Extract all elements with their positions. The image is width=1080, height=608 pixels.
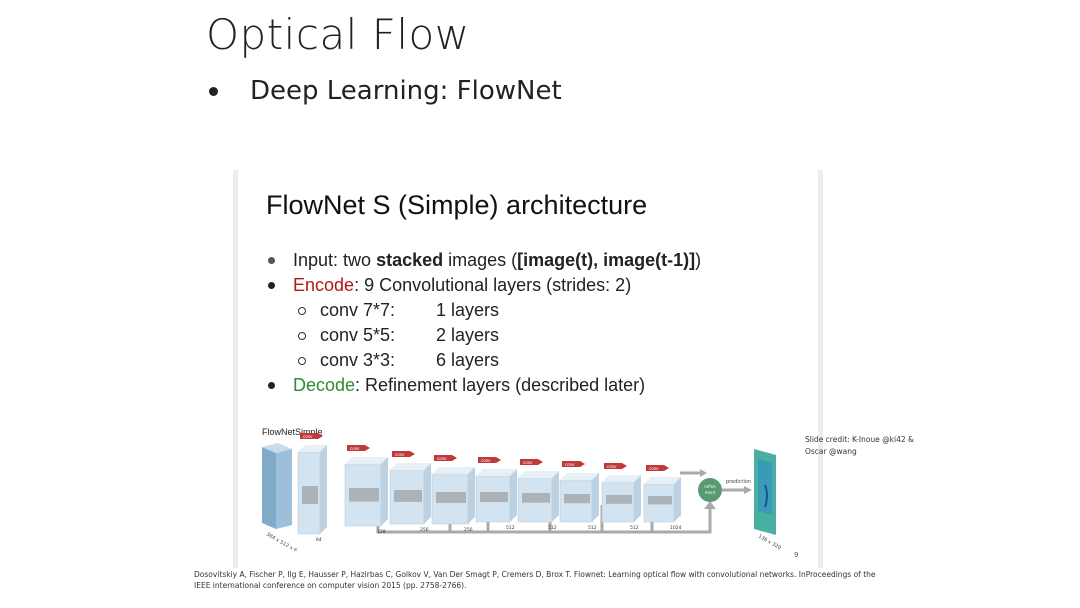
svg-text:refine: refine [704, 484, 716, 489]
conv-tag-label: conv [481, 458, 491, 463]
output-flow-image [754, 449, 776, 535]
output-dim: 136 x 320 [757, 534, 782, 551]
conv-tag-label: conv [350, 446, 360, 451]
conv-tag-label: conv [607, 464, 617, 469]
conv-layer-block: conv 512 [601, 463, 641, 531]
skip-arrowhead [704, 501, 716, 509]
conv-layer-block: conv 256 [431, 455, 475, 533]
conv-tag-label: conv [395, 452, 405, 457]
conv-tag-label: conv [565, 462, 575, 467]
input-bullet: Input: two stacked images ([image(t), im… [268, 248, 701, 273]
svg-text:ment: ment [705, 490, 716, 495]
bullet-dot [209, 86, 218, 96]
embedded-slide-title: FlowNet S (Simple) architecture [266, 190, 648, 220]
channel-dim-label: 1024 [670, 525, 682, 531]
diagram-label: FlowNetSimple [262, 427, 323, 437]
slide-credit: Slide credit: K-Inoue @ki42 & Oscar @wan… [805, 435, 914, 456]
slide-title: Optical Flow [206, 10, 470, 59]
conv-tag-label: conv [523, 460, 533, 465]
conv-tag [347, 445, 370, 451]
prediction-label: prediction [726, 479, 751, 485]
conv-tag [562, 461, 585, 467]
conv-tag-label: conv [437, 456, 447, 461]
channel-dim-label: 512 [588, 525, 597, 531]
reference-citation: Dosovitskiy A, Fischer P, Ilg E, Hausser… [194, 570, 876, 590]
channel-dim-label: 512 [630, 525, 639, 531]
flownet-architecture-diagram: FlowNetSimple 384 x 512 x 6 conv 64 conv 12… [262, 427, 782, 551]
conv-tag-label: conv [649, 466, 659, 471]
main-bullet-text: Deep Learning: FlowNet [250, 76, 562, 106]
decode-label: Decode [293, 375, 356, 395]
conv-layer-block: conv 64 [297, 433, 327, 543]
channel-dim-label: 256 [464, 527, 473, 533]
input-dim: 384 x 512 x 6 [265, 532, 298, 551]
channel-dim-label: 512 [548, 525, 557, 531]
conv-layer-block: conv 256 [389, 451, 431, 533]
page-number: 9 [794, 551, 799, 559]
main-bullet: Deep Learning: FlowNet [206, 76, 562, 106]
conv-layer-block: conv 1024 [643, 465, 682, 531]
conv-tag [646, 465, 669, 471]
conv-tag-label: conv [303, 434, 313, 439]
channel-dim-label: 512 [506, 525, 515, 531]
encode-bullet: Encode: 9 Convolutional layers (strides:… [268, 273, 701, 298]
embedded-bullet-list: Input: two stacked images ([image(t), im… [268, 248, 701, 398]
conv-tag [604, 463, 627, 469]
input-volume [262, 443, 292, 529]
channel-dim-label: 64 [316, 537, 322, 543]
conv-layer-block: conv 512 [517, 459, 559, 531]
channel-dim-label: 128 [377, 529, 386, 535]
conv-item: conv 5*5: 2 layers [268, 323, 701, 348]
conv-layer-block: conv 512 [475, 457, 517, 531]
conv-layer-block: conv 512 [559, 461, 599, 531]
conv-layer-block: conv 128 [344, 445, 388, 535]
conv-tag [520, 459, 543, 465]
decode-bullet: Decode: Refinement layers (described lat… [268, 373, 701, 398]
channel-dim-label: 256 [420, 527, 429, 533]
conv-tag [434, 455, 457, 461]
conv-tag [392, 451, 415, 457]
conv-tag [478, 457, 501, 463]
encode-label: Encode [293, 275, 355, 295]
refinement-node: refine ment [698, 478, 722, 502]
conv-item: conv 3*3: 6 layers [268, 348, 701, 373]
conv-item: conv 7*7: 1 layers [268, 298, 701, 323]
conv-tag [300, 433, 323, 439]
